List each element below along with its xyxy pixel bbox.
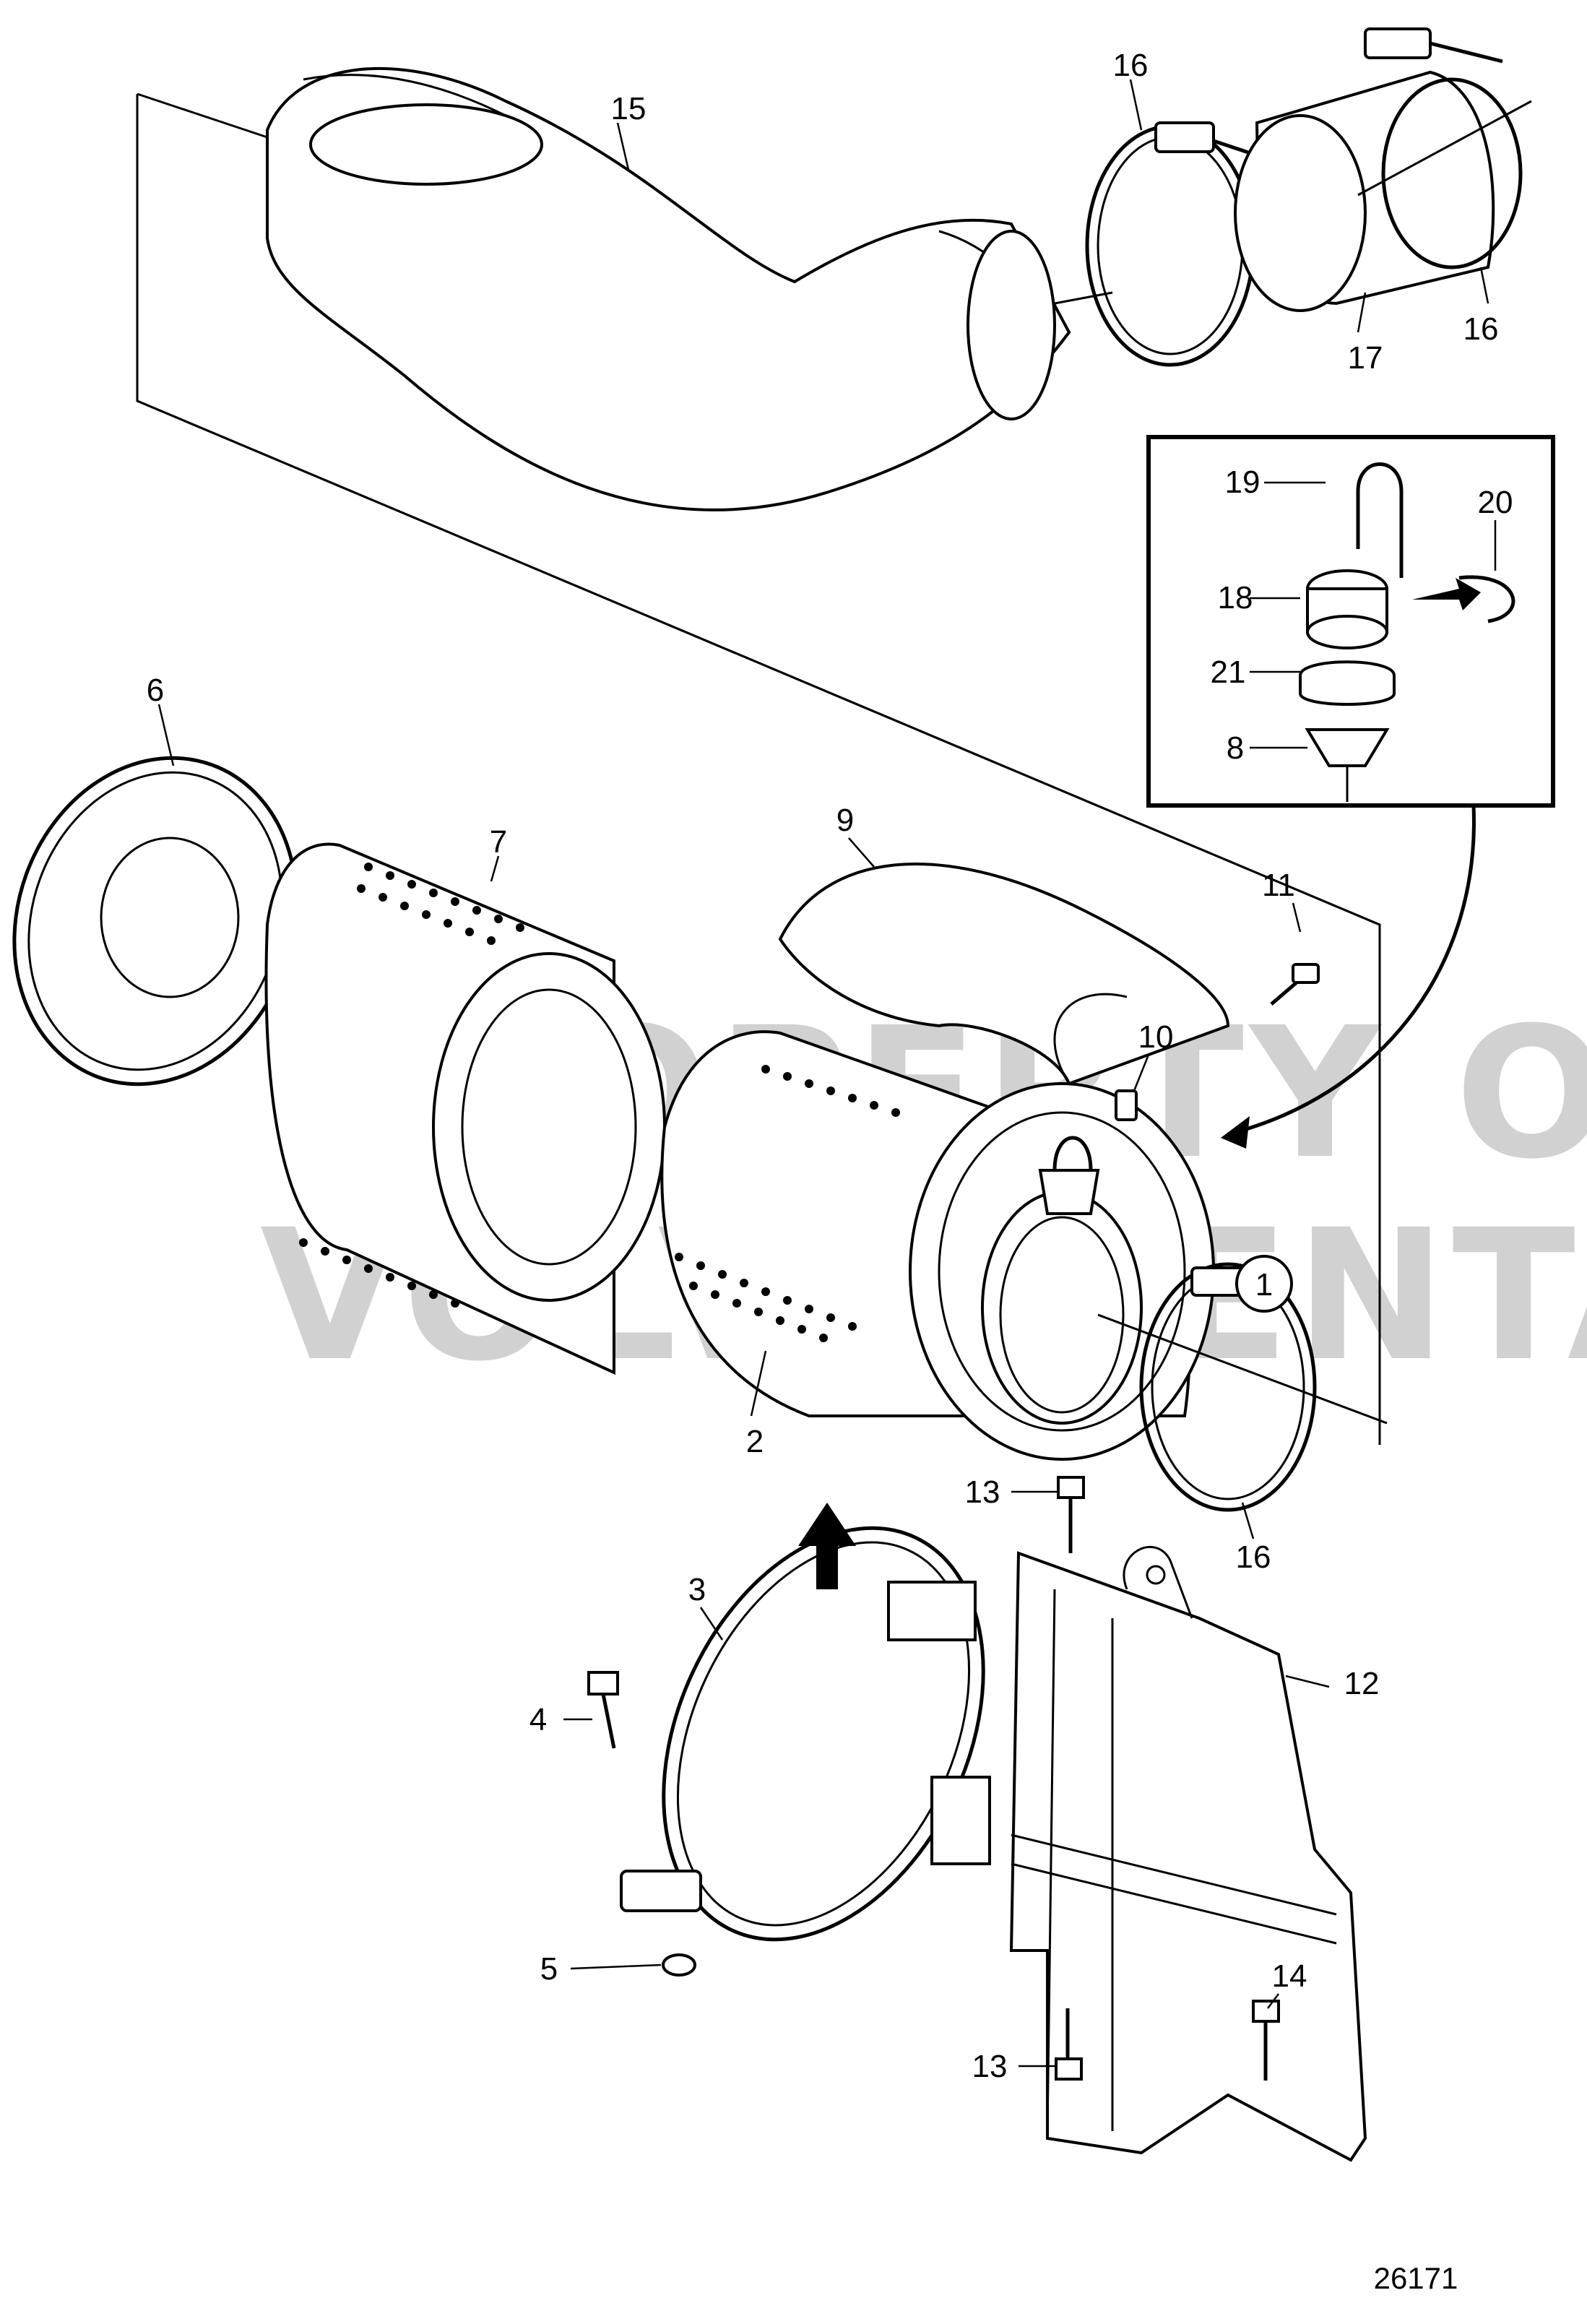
screw-11 xyxy=(1270,963,1320,1006)
callout-14: 14 xyxy=(1272,1958,1307,1994)
callout-5: 5 xyxy=(540,1951,558,1987)
callout-9: 9 xyxy=(836,803,854,838)
air-filter-housing xyxy=(660,1030,1388,1461)
callout-7: 7 xyxy=(490,824,507,860)
callout-16-right: 16 xyxy=(1463,311,1499,347)
outer-filter-element xyxy=(264,842,666,1375)
connector-sleeve xyxy=(1234,70,1532,312)
callout-16-top: 16 xyxy=(1113,48,1149,83)
callout-1: 1 xyxy=(1255,1267,1273,1303)
callout-6: 6 xyxy=(147,673,164,708)
callout-21: 21 xyxy=(1211,655,1246,690)
up-arrow xyxy=(798,1503,856,1589)
callout-10: 10 xyxy=(1138,1019,1174,1055)
bolt-13-upper xyxy=(1057,1476,1085,1553)
callout-3: 3 xyxy=(688,1572,706,1607)
detail-arrowhead xyxy=(1221,1116,1250,1149)
callout-19: 19 xyxy=(1225,465,1260,500)
callout-4: 4 xyxy=(529,1702,547,1737)
detail-inset-box xyxy=(1146,435,1555,808)
callout-12: 12 xyxy=(1344,1666,1380,1701)
callout-11: 11 xyxy=(1262,868,1295,903)
lower-clamp xyxy=(1139,1262,1317,1512)
callout-labels: 2 3 4 5 6 7 8 9 10 11 12 13 13 14 15 16 … xyxy=(147,48,1513,2084)
callout-1-circle: 1 xyxy=(1235,1255,1293,1313)
bolt-4 xyxy=(587,1671,619,1749)
callout-13-lower: 13 xyxy=(972,2049,1008,2084)
callout-16-lower: 16 xyxy=(1236,1539,1271,1575)
leader-lines xyxy=(157,79,1497,2068)
callout-2: 2 xyxy=(746,1424,764,1459)
callout-15: 15 xyxy=(611,91,647,126)
callout-13-upper: 13 xyxy=(965,1474,1000,1510)
nut-5 xyxy=(662,1953,696,1977)
cover-shield xyxy=(778,862,1230,1086)
callout-17: 17 xyxy=(1348,340,1383,376)
callout-20: 20 xyxy=(1478,485,1513,520)
drawing-number: 26171 xyxy=(1374,2261,1458,2295)
detail-connector-arrow xyxy=(1227,805,1476,1136)
callout-8: 8 xyxy=(1227,730,1244,766)
intake-hose xyxy=(266,66,1113,511)
upper-clamp-right xyxy=(1364,27,1523,269)
spacer-10 xyxy=(1115,1089,1138,1121)
bolt-14 xyxy=(1252,2000,1280,2081)
mounting-band xyxy=(620,1526,991,1942)
assembly-frame xyxy=(136,92,1381,1445)
bolt-13-lower xyxy=(1055,2008,1083,2081)
callout-18: 18 xyxy=(1218,580,1253,615)
